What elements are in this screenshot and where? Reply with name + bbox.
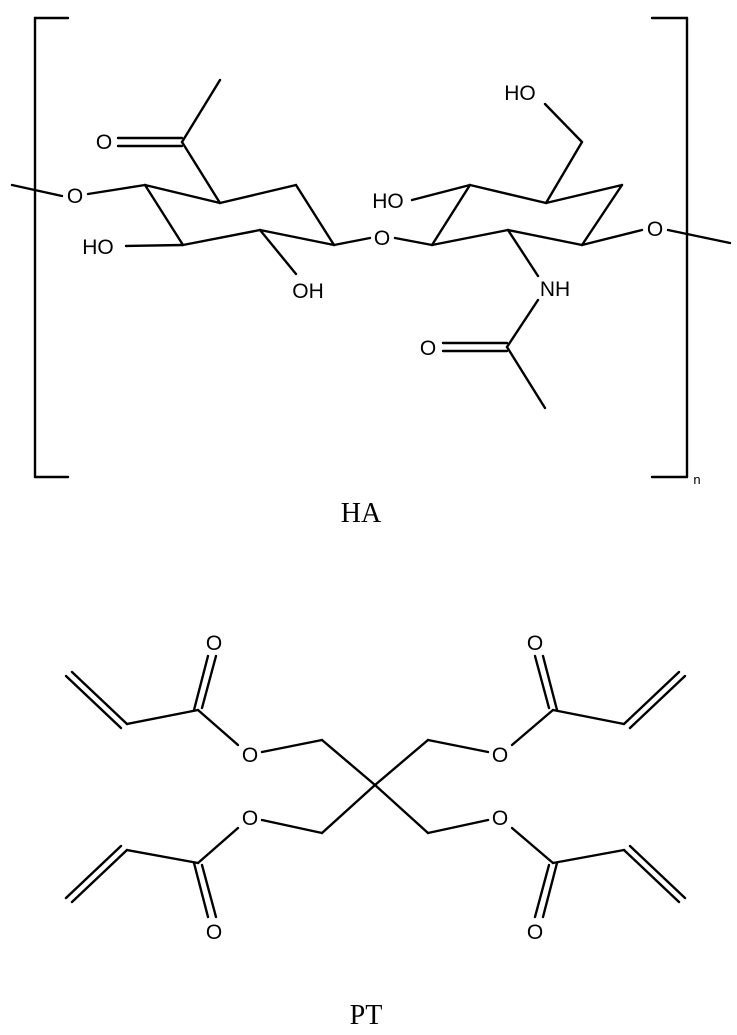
ha-oh-bottom-bond xyxy=(258,228,298,276)
ha-left-ring xyxy=(143,183,336,247)
pt-acrylate-top-left xyxy=(64,654,324,754)
ha-amide-c-bond xyxy=(505,298,540,349)
ha-ho-right-bond xyxy=(410,183,472,202)
ha-ch2oh-bond xyxy=(543,102,584,144)
pt-acrylate-bottom-right xyxy=(426,818,687,919)
pt-caption: PT xyxy=(350,1000,383,1031)
ha-carbonyl-o-label: O xyxy=(96,131,112,154)
ha-caption: HA xyxy=(341,498,382,529)
pt-o-carbonyl-bl-label: O xyxy=(206,921,222,944)
ha-right-bracket xyxy=(650,16,689,479)
ha-o-glyco-label: O xyxy=(374,227,390,250)
ha-left-o-bond xyxy=(86,183,147,196)
pt-o-ester-br-label: O xyxy=(492,807,508,830)
pt-arm-bl xyxy=(320,783,377,835)
ha-oh-bottom-label: OH xyxy=(292,280,324,303)
ha-right-ring xyxy=(430,183,624,247)
ha-repeat-subscript: n xyxy=(693,472,700,487)
pt-structure: O O O O O O O O PT xyxy=(64,632,687,1031)
ha-glyco-bond-left xyxy=(332,236,372,247)
ha-acetyl-bond xyxy=(180,140,222,205)
ha-ho-left-bond xyxy=(124,243,185,248)
ha-o-right-label: O xyxy=(647,218,663,241)
pt-arm-tr xyxy=(373,738,430,787)
ha-ch2-bond xyxy=(544,140,584,205)
ha-nh-label: NH xyxy=(540,278,570,301)
ha-glyco-bond-right xyxy=(393,236,434,247)
ha-acetyl-methyl-bond xyxy=(180,78,222,144)
pt-acrylate-top-right xyxy=(426,654,687,754)
ha-o-left-label: O xyxy=(67,185,83,208)
pt-o-carbonyl-br-label: O xyxy=(527,921,543,944)
ha-amide-methyl-bond xyxy=(505,345,547,410)
ha-amide-o-label: O xyxy=(420,337,436,360)
pt-o-carbonyl-tr-label: O xyxy=(527,632,543,655)
pt-arm-br xyxy=(373,783,430,835)
ha-structure: O O HO OH O HO HO NH O O n HA xyxy=(10,16,732,529)
ha-ho-left-label: HO xyxy=(82,236,114,259)
ha-left-bracket xyxy=(33,16,70,479)
pt-o-ester-tr-label: O xyxy=(492,744,508,767)
ha-right-o-bond xyxy=(580,228,644,247)
ha-left-chain-bond xyxy=(10,183,64,198)
ha-nh-bond xyxy=(506,228,540,278)
pt-acrylate-bottom-left xyxy=(64,818,324,919)
pt-o-ester-tl-label: O xyxy=(242,744,258,767)
ha-ho-right-label: HO xyxy=(372,190,404,213)
pt-o-carbonyl-tl-label: O xyxy=(206,632,222,655)
ha-ho-top-label: HO xyxy=(504,82,536,105)
pt-o-ester-bl-label: O xyxy=(242,807,258,830)
pt-arm-tl xyxy=(320,738,377,787)
ha-right-chain-bond xyxy=(666,228,732,245)
